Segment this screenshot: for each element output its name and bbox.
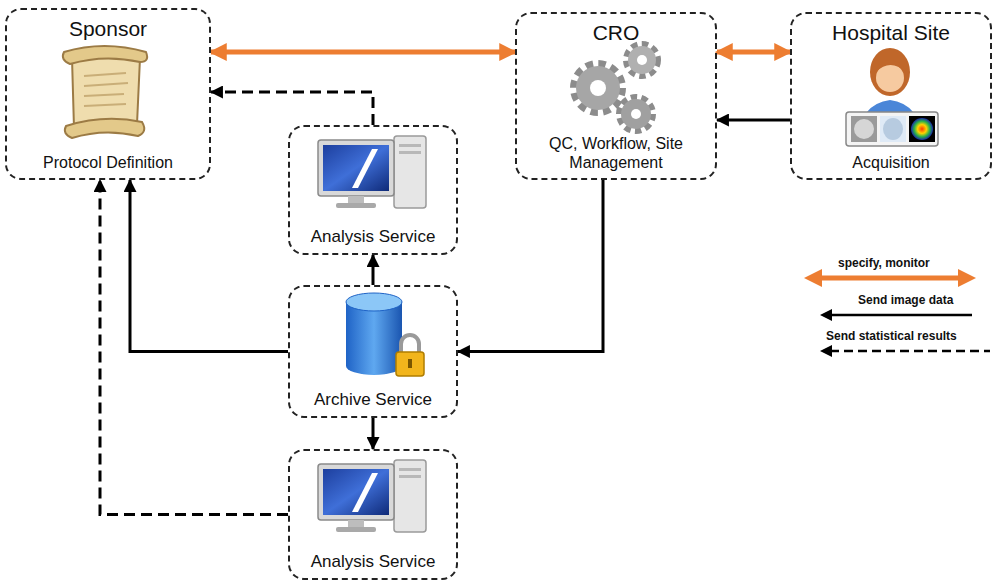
party-box: Hospital SiteAcquisition xyxy=(790,12,992,180)
results-arrow xyxy=(100,180,288,515)
scroll-icon xyxy=(63,46,147,138)
data-arrow xyxy=(458,180,603,352)
legend-samples xyxy=(804,269,990,357)
legend-label: Send image data xyxy=(858,293,953,307)
computer-icon xyxy=(318,136,426,208)
service-box: Analysis Service xyxy=(288,125,458,255)
data-arrow xyxy=(372,255,375,285)
node-title: CRO xyxy=(593,20,640,45)
node-title: Analysis Service xyxy=(311,227,436,247)
service-box: Analysis Service xyxy=(288,449,458,580)
node-title: Sponsor xyxy=(69,16,147,41)
specify-arrow xyxy=(717,50,790,55)
service-box: Archive Service xyxy=(288,285,458,418)
specify-arrow xyxy=(211,50,515,55)
node-title: Archive Service xyxy=(314,390,432,410)
node-subtitle: Protocol Definition xyxy=(43,153,173,172)
data-arrow xyxy=(717,119,790,122)
node-subtitle: QC, Workflow, Site Management xyxy=(525,134,707,172)
data-arrow xyxy=(130,180,288,352)
node-subtitle: Acquisition xyxy=(852,153,929,172)
legend-label: specify, monitor xyxy=(838,256,930,270)
party-box: CRO QC, Workflow, Site Management xyxy=(515,12,717,180)
computer-icon xyxy=(318,460,426,532)
node-title: Hospital Site xyxy=(832,20,950,45)
data-arrow xyxy=(372,418,375,449)
database-icon xyxy=(346,293,424,376)
node-title: Analysis Service xyxy=(311,552,436,572)
gears-icon xyxy=(575,45,657,130)
party-box: SponsorProtocol Definition xyxy=(5,8,211,180)
person-icon xyxy=(846,48,938,146)
legend-label: Send statistical results xyxy=(826,329,957,343)
results-arrow xyxy=(211,92,373,125)
